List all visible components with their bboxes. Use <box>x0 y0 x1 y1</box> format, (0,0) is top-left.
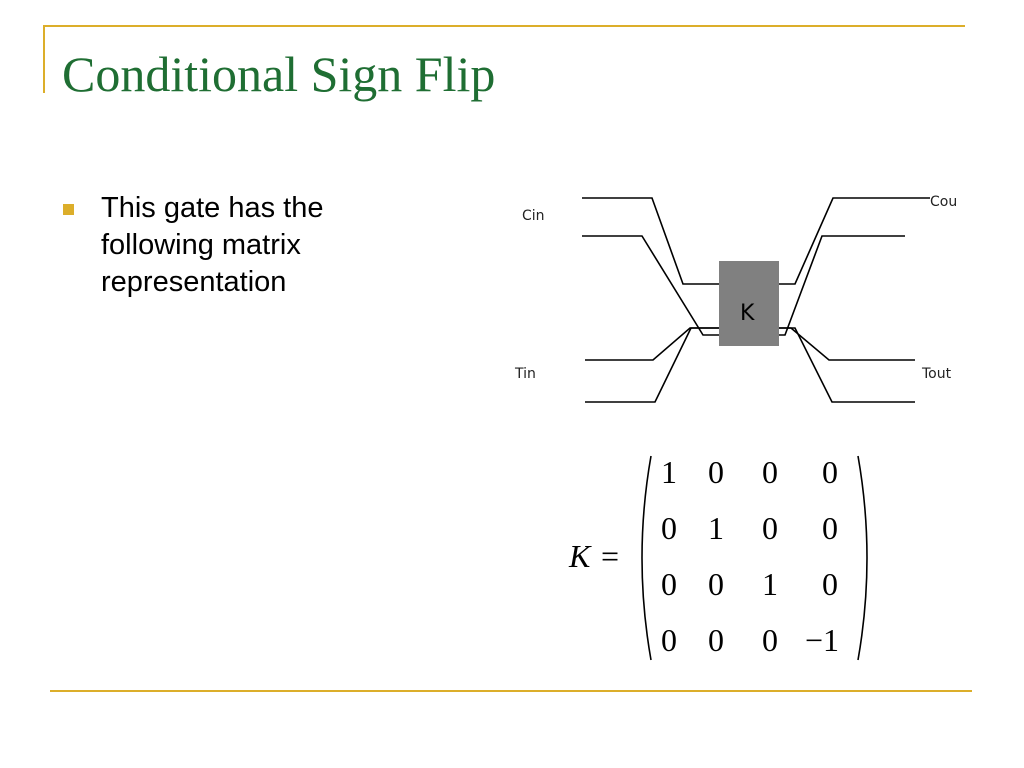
circuit-diagram: K Cin Cou Tin Tout <box>514 194 957 403</box>
matrix-cell: 0 <box>762 454 778 490</box>
matrix-cell: 0 <box>762 510 778 546</box>
matrix-cell: 0 <box>661 622 677 658</box>
matrix-cell: 0 <box>661 566 677 602</box>
frame-left-line <box>43 25 45 93</box>
matrix-cell: 0 <box>822 566 838 602</box>
matrix-cell: 0 <box>822 454 838 490</box>
gate-label: K <box>740 301 755 326</box>
target-in-label: Tin <box>514 366 536 382</box>
square-bullet-icon <box>63 204 74 215</box>
matrix-cell: 1 <box>661 454 677 490</box>
right-paren-icon <box>857 455 868 661</box>
matrix-cell: 0 <box>708 622 724 658</box>
slide-title: Conditional Sign Flip <box>62 46 496 102</box>
bullet-item: This gate has the following matrix repre… <box>62 190 422 301</box>
left-paren-icon <box>641 455 652 661</box>
bullet-text: This gate has the following matrix repre… <box>101 192 324 298</box>
matrix-cell: 0 <box>708 566 724 602</box>
matrix-cell: 0 <box>762 622 778 658</box>
gate-box <box>719 261 779 346</box>
control-out-label: Cou <box>930 194 957 210</box>
matrix-cell: −1 <box>805 622 839 658</box>
bullet-list: This gate has the following matrix repre… <box>62 190 422 301</box>
matrix-cell: 1 <box>762 566 778 602</box>
matrix-cell: 0 <box>822 510 838 546</box>
control-in-label: Cin <box>522 208 545 224</box>
matrix-cell: 1 <box>708 510 724 546</box>
frame-top-line <box>43 25 965 27</box>
matrix-equation: K = 1 0 0 0 0 1 0 0 0 0 1 0 0 0 0 −1 <box>568 454 868 661</box>
matrix-cell: 0 <box>661 510 677 546</box>
matrix-cell: 0 <box>708 454 724 490</box>
frame-bottom-line <box>50 690 972 692</box>
matrix-lhs-symbol: K <box>568 538 592 574</box>
target-out-label: Tout <box>921 366 952 382</box>
equals-sign: = <box>601 538 619 574</box>
